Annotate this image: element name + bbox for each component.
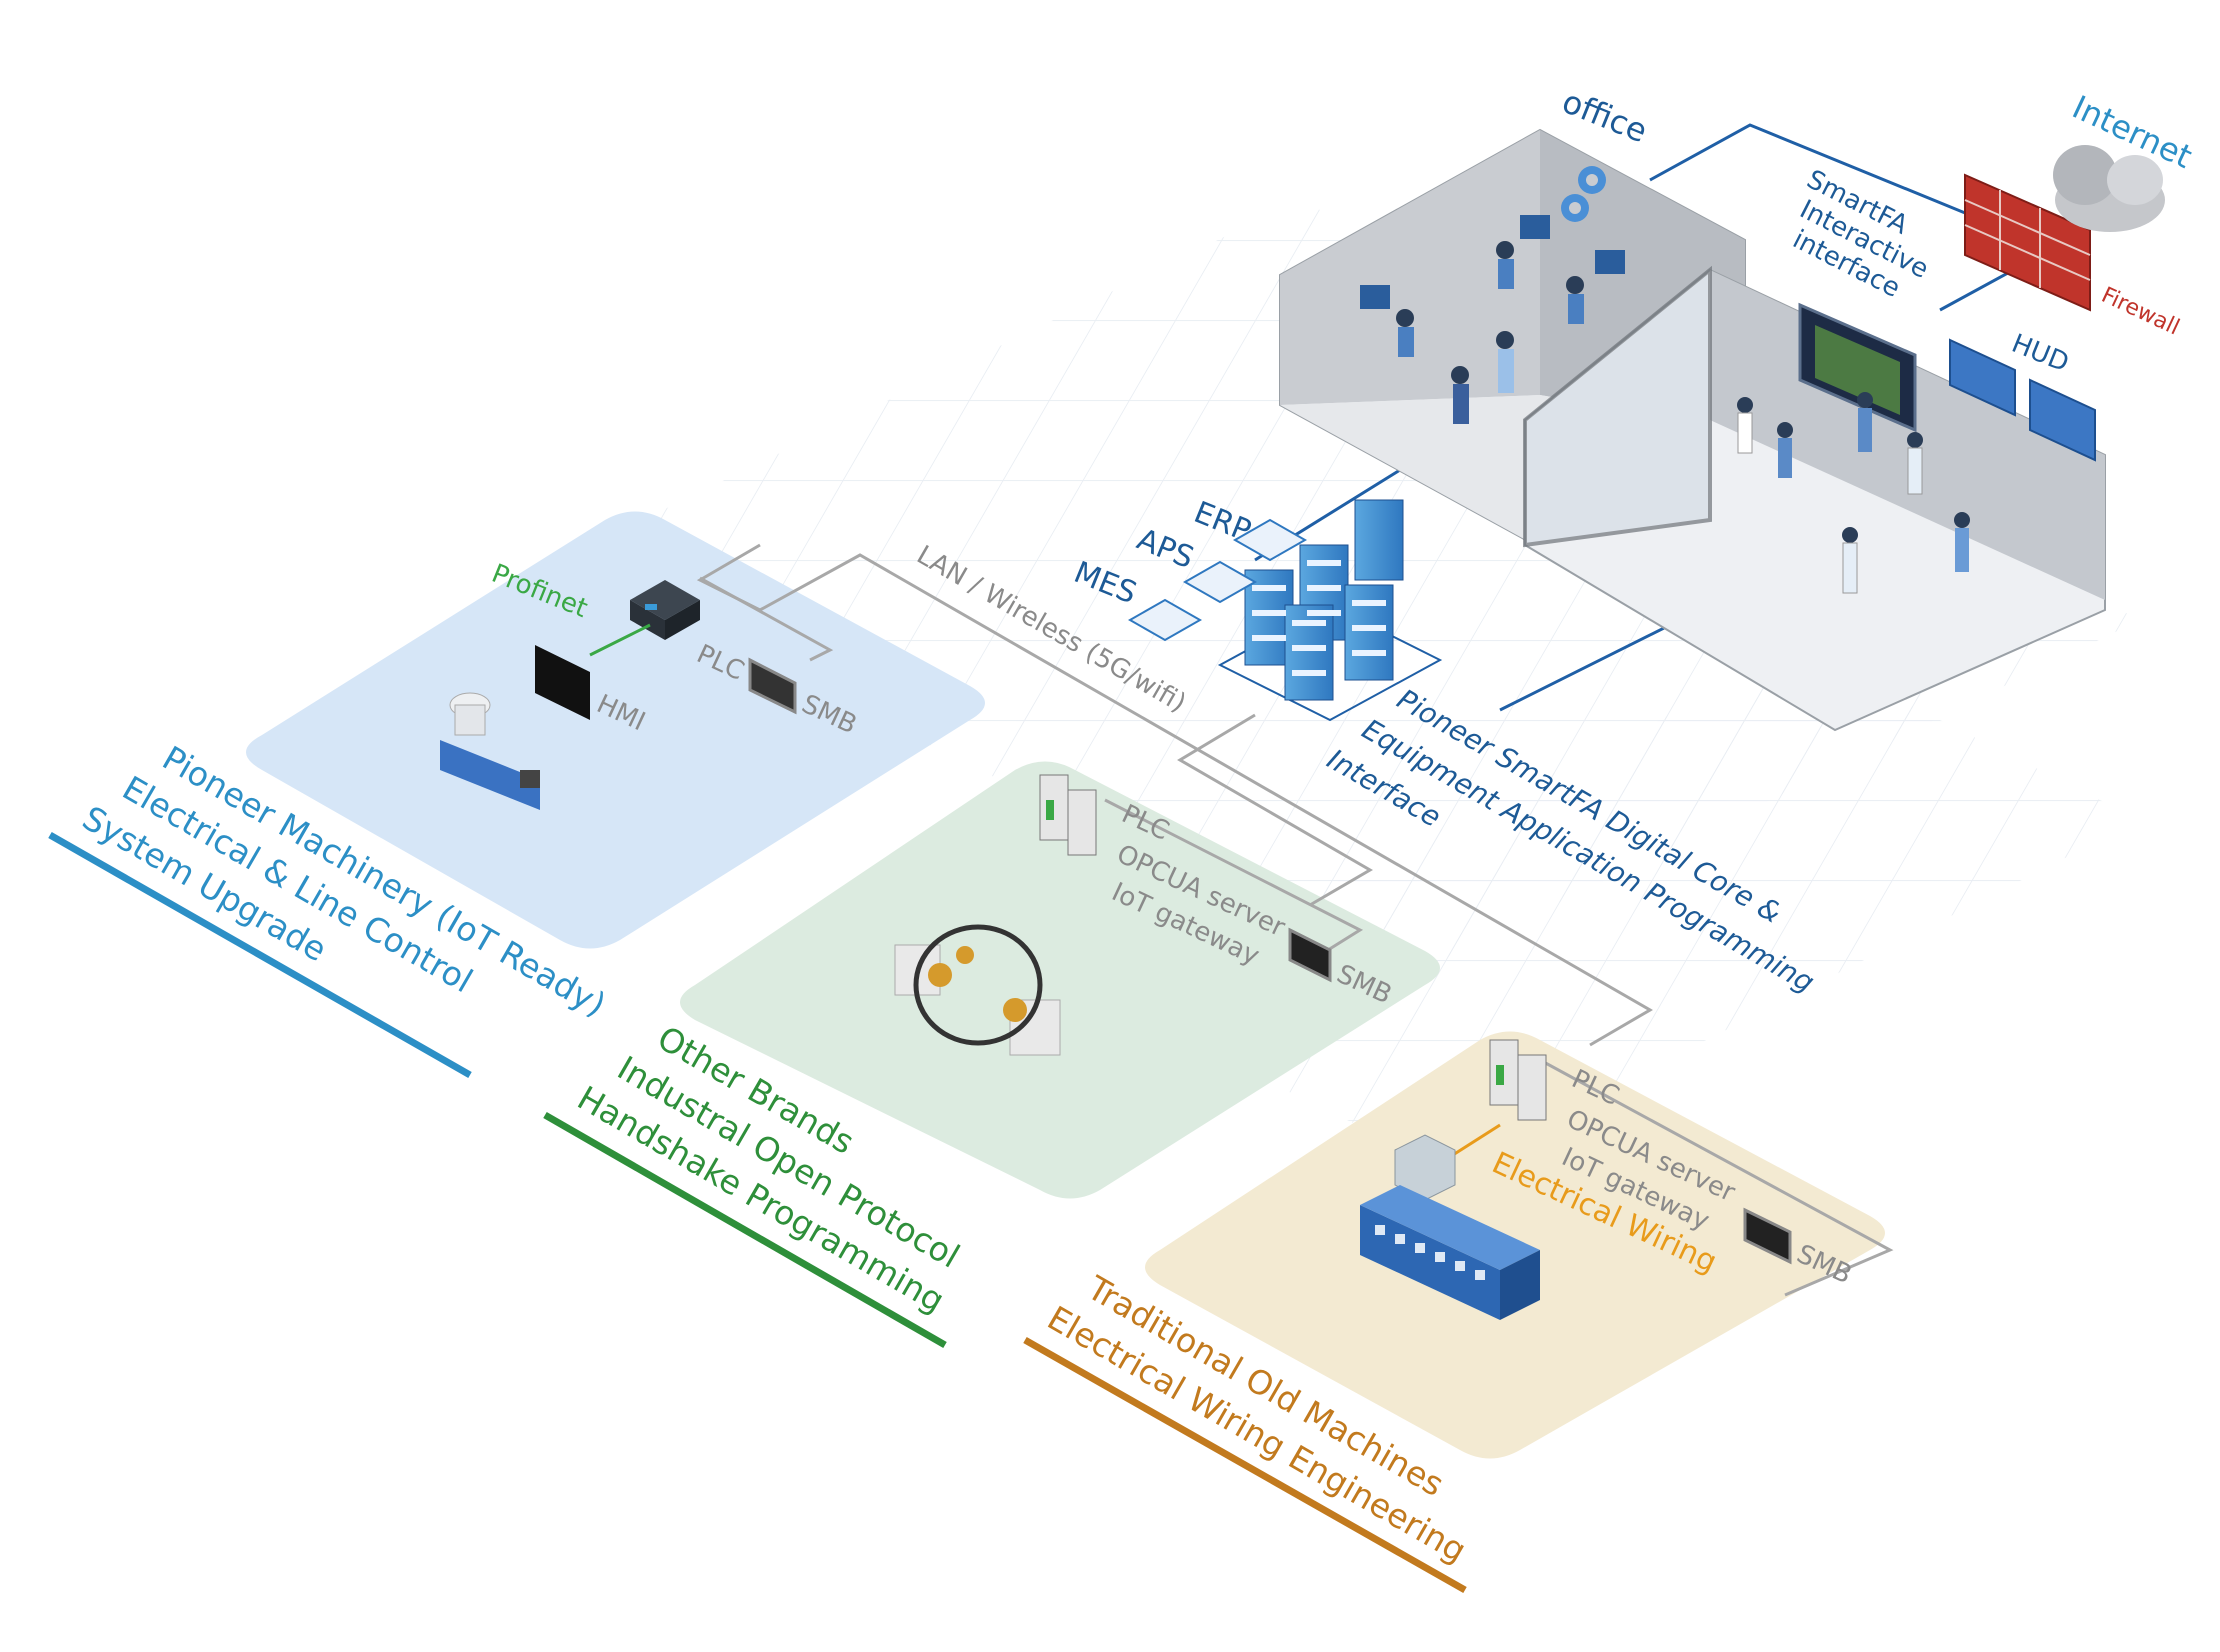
hud-screens [1949,338,2096,462]
cloud-icon [2053,145,2165,232]
control-room-people [1737,392,1970,594]
caption-underline-green [543,1111,947,1349]
office-label: office [1557,82,1653,150]
firewall-icon [1964,173,2091,312]
smartfa-interface-label: SmartFA Interactive interface [1788,165,1933,304]
hmi-screen [535,645,590,720]
lan-lines [696,543,1894,1297]
caption-underline-tan [1023,1336,1467,1594]
smb-screen-blue [748,657,797,715]
smb-screen-green [1288,927,1332,983]
gear-icon [1561,166,1606,222]
video-wall [1798,302,1917,433]
zone-green-platform [680,761,1440,1199]
caption-underline-blue [48,831,472,1079]
office-workstations [1360,215,1625,424]
injection-machine [440,692,540,810]
mes-aps-erp-modules [1127,518,1308,642]
io-modules-green [1039,774,1097,856]
profinet-link [589,623,651,657]
server-cluster [1217,499,1443,722]
roller-machine [894,924,1061,1056]
hud-label: HUD [2007,329,2073,379]
io-modules-tan [1489,1039,1547,1121]
smb-screen-tan [1743,1207,1792,1265]
switch-panel [1360,1185,1540,1320]
firewall-label: Firewall [2097,283,2183,341]
junction-box [1394,1134,1456,1201]
plc-device-blue [630,580,700,640]
zone-blue-platform [246,511,985,949]
